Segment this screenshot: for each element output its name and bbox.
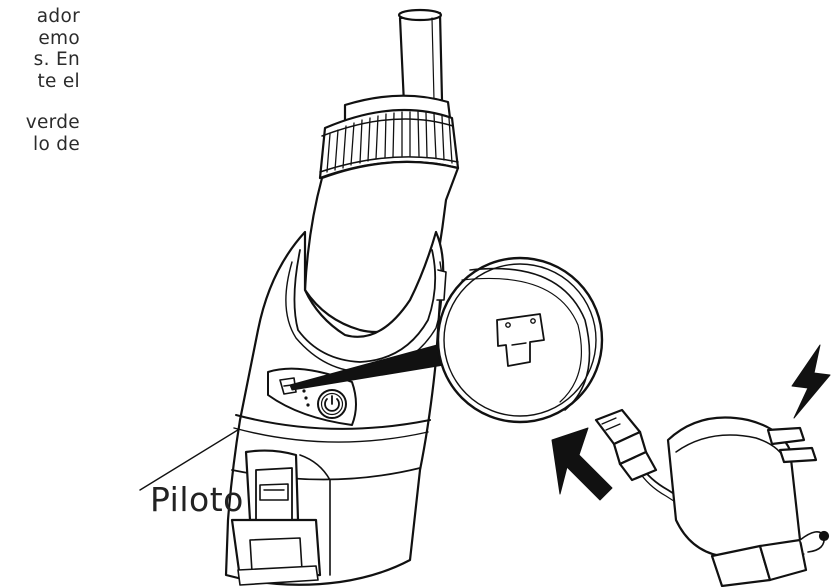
device xyxy=(224,8,460,586)
magnified-port-view xyxy=(436,256,604,424)
charging-port-icon xyxy=(496,313,545,367)
text-line: ador xyxy=(36,6,80,27)
text-line: emo xyxy=(38,27,80,49)
instruction-text-fragment: ador emo s. En te el verde lo de xyxy=(0,6,80,155)
text-line: lo de xyxy=(33,133,80,155)
knurled-collar xyxy=(318,108,460,180)
lightning-bolt-icon xyxy=(791,344,831,419)
power-icon xyxy=(317,389,347,419)
dc-connector xyxy=(594,408,658,482)
bottom-clip xyxy=(230,449,322,586)
text-line: verde xyxy=(25,112,80,133)
charger-adapter xyxy=(594,408,830,587)
text-line: te el xyxy=(37,70,80,92)
text-line: s. En xyxy=(33,49,80,70)
pilot-light-label: Piloto xyxy=(150,480,244,519)
insert-arrow-icon xyxy=(551,427,613,501)
